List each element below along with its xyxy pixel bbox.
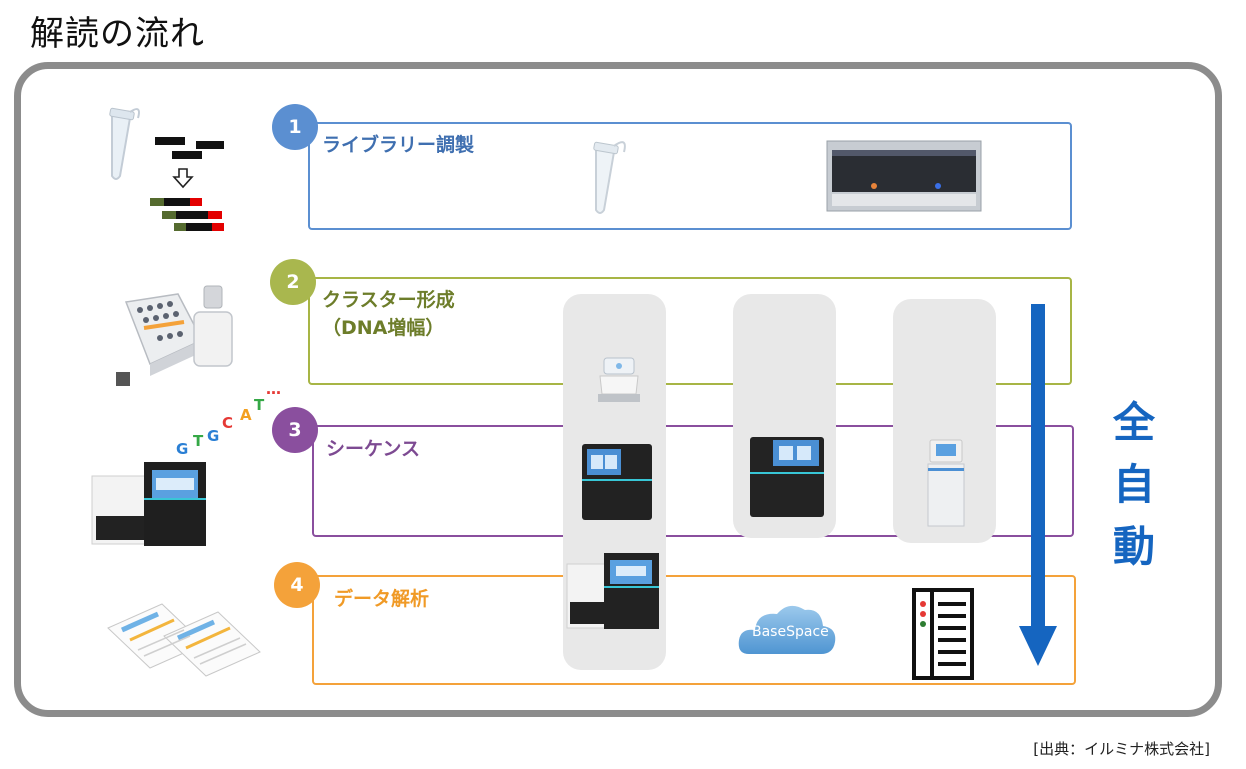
dna-fragment	[196, 141, 224, 149]
reagent-kit-image	[116, 285, 233, 386]
sequence-letter: C	[222, 414, 234, 432]
step-4-box	[312, 575, 1076, 685]
step-1-number: 1	[272, 104, 318, 150]
sequence-letter: …	[266, 380, 281, 398]
cloud-icon	[738, 605, 836, 654]
step-3-number: 3	[272, 407, 318, 453]
step-2-label: クラスター形成 （DNA増幅）	[322, 289, 455, 339]
flow-panel	[14, 62, 1222, 717]
sequence-letter: G	[207, 427, 220, 445]
automation-arrow-icon	[1019, 304, 1057, 666]
adapter-fragment	[150, 198, 202, 206]
adapter-fragment	[174, 223, 224, 231]
cloud-label: BaseSpace	[752, 624, 829, 640]
step-4-label: データ解析	[334, 588, 430, 610]
sequencer-image	[566, 553, 659, 629]
step-1-box	[308, 122, 1072, 230]
step-3-label: シーケンス	[326, 438, 421, 460]
step-3-box	[312, 425, 1074, 537]
dna-fragment	[155, 137, 185, 145]
sequence-letter: G	[176, 440, 189, 458]
step-2-box	[308, 277, 1072, 385]
step-4-number: 4	[274, 562, 320, 608]
sequencer-image	[750, 437, 824, 517]
dna-fragment	[172, 151, 202, 159]
source-note: [出典：イルミナ株式会社]	[1033, 740, 1210, 758]
sequencer-image	[91, 462, 206, 546]
sequence-letter: T	[254, 396, 265, 414]
down-arrow-icon	[172, 168, 194, 189]
sequencer-image	[582, 444, 652, 520]
liquid-handler-image	[826, 140, 982, 212]
tube-icon	[593, 141, 626, 214]
automation-label: 全自動	[1112, 398, 1155, 571]
tube-icon	[109, 107, 140, 180]
sequence-letter: A	[240, 406, 252, 424]
report-documents-image	[107, 603, 261, 677]
sequencer-image	[927, 439, 965, 527]
server-icon	[912, 588, 974, 680]
sequence-letter: T	[193, 432, 204, 450]
step-2-number: 2	[270, 259, 316, 305]
step-1-label: ライブラリー調製	[322, 134, 475, 156]
page-title: 解読の流れ	[30, 14, 205, 54]
adapter-fragment	[162, 211, 222, 219]
cluster-station-image	[598, 357, 640, 402]
